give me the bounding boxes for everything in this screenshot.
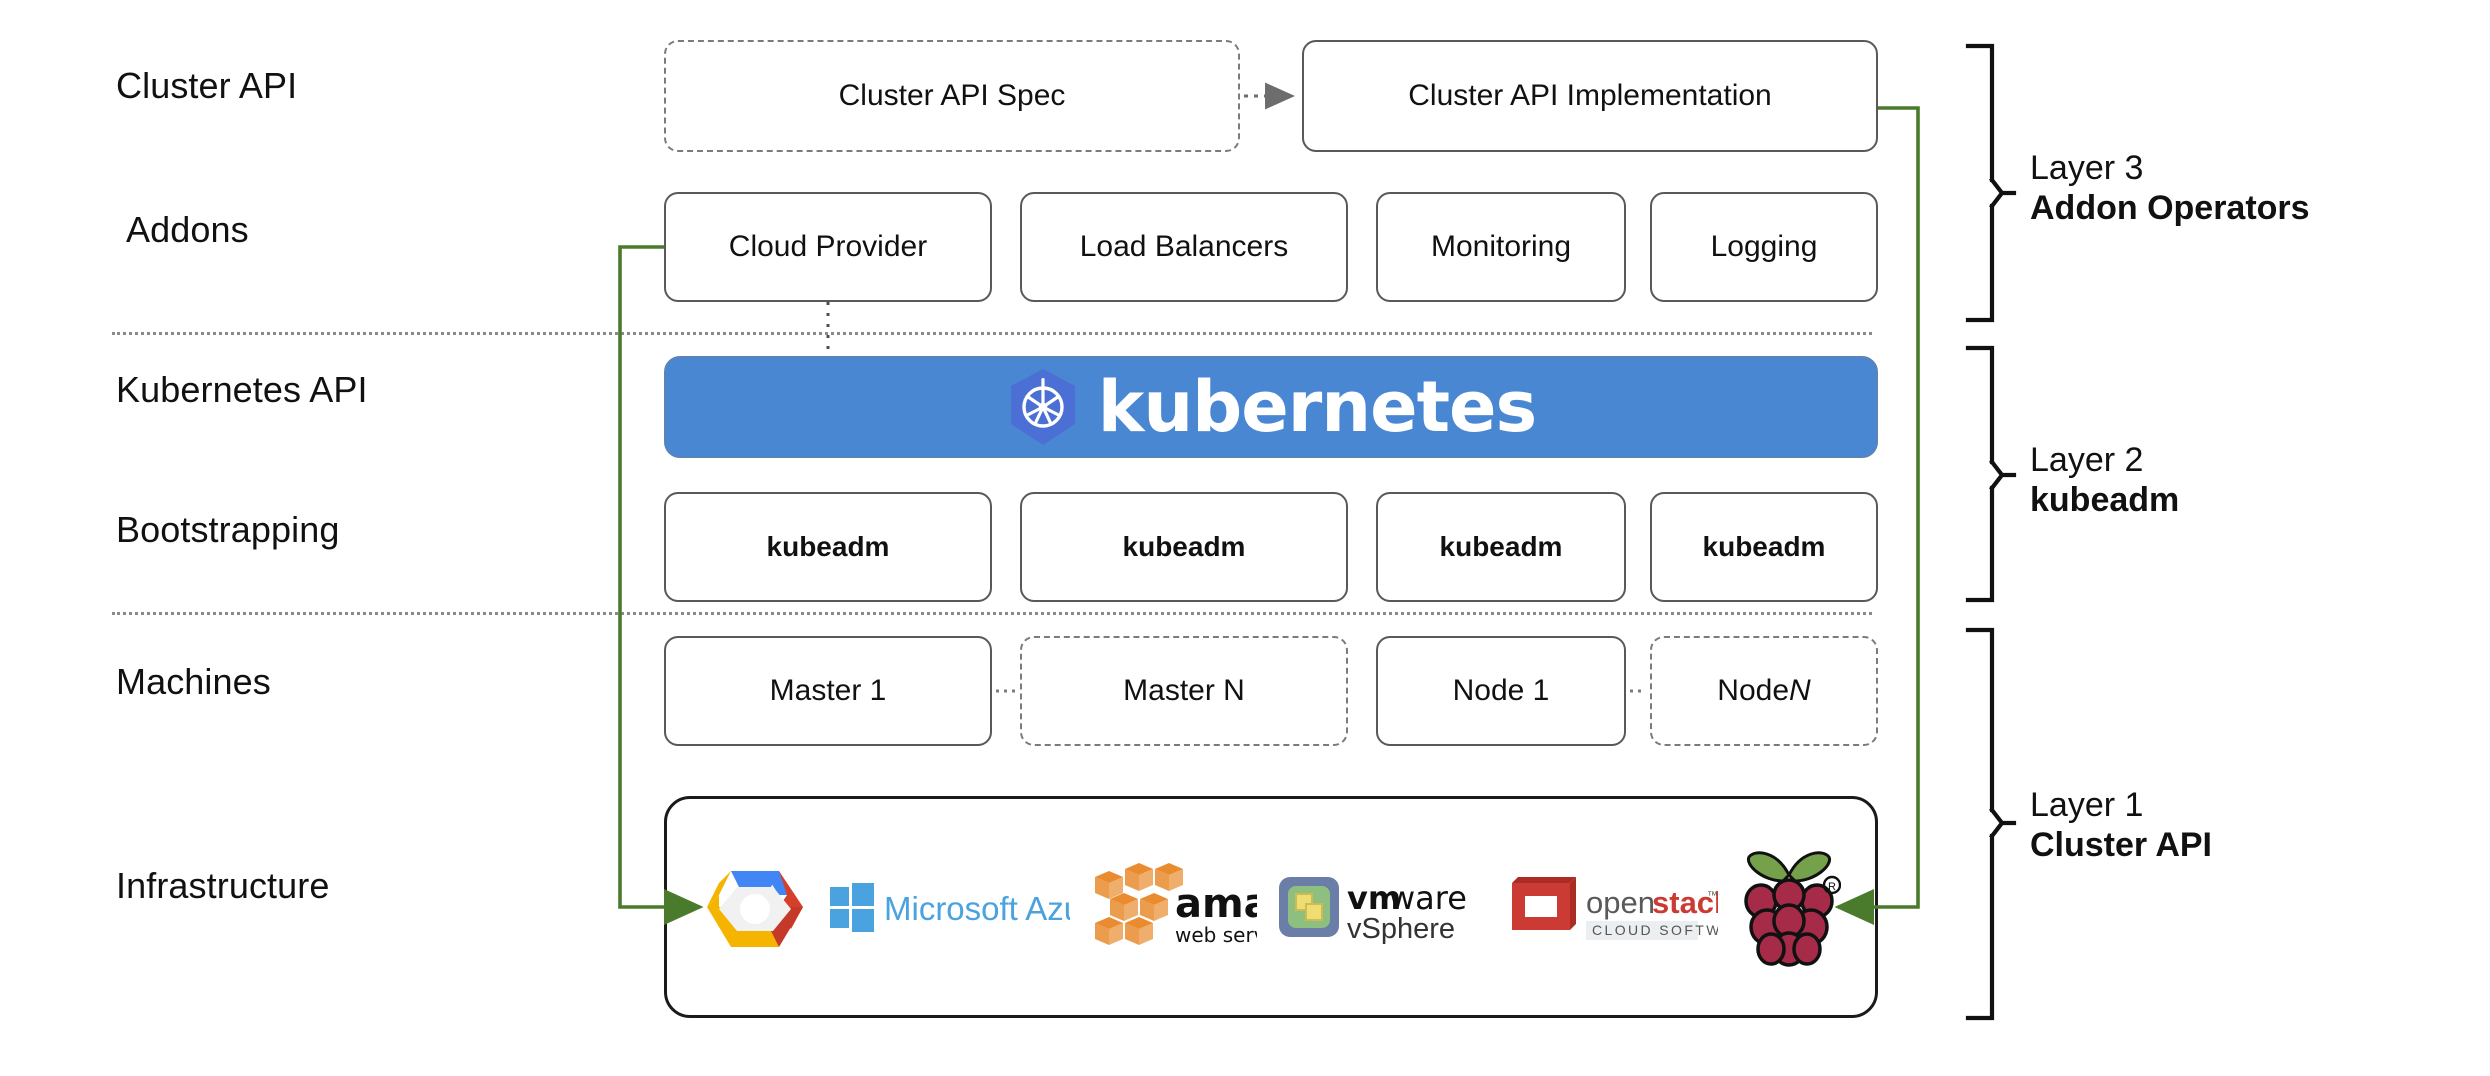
raspberry-pi-icon: R — [1737, 845, 1841, 969]
brace-layer-2 — [1965, 345, 2017, 603]
box-monitoring-label: Monitoring — [1430, 230, 1572, 263]
box-node-1-label: Node 1 — [1452, 674, 1550, 707]
layer-3-name: Addon Operators — [2030, 189, 2310, 228]
row-label-bootstrapping: Bootstrapping — [116, 509, 340, 550]
box-cloud-provider[interactable]: Cloud Provider — [664, 192, 992, 302]
svg-text:R: R — [1828, 881, 1836, 893]
row-label-kubernetes-api: Kubernetes API — [116, 369, 368, 410]
brace-layer-1 — [1965, 627, 2017, 1021]
svg-text:vm: vm — [1347, 879, 1401, 917]
box-kubeadm-2[interactable]: kubeadm — [1020, 492, 1348, 602]
kubernetes-helm-icon — [1006, 367, 1080, 447]
svg-text:open: open — [1586, 885, 1655, 920]
svg-text:vSphere: vSphere — [1347, 913, 1455, 945]
box-master-1[interactable]: Master 1 — [664, 636, 992, 746]
kubernetes-banner[interactable]: kubernetes — [664, 356, 1878, 458]
box-kubeadm-4-label: kubeadm — [1702, 531, 1826, 562]
layer-3-number: Layer 3 — [2030, 149, 2144, 187]
box-node-n-italic-suffix: N — [1789, 674, 1811, 707]
layer-2-label: Layer 2 kubeadm — [2030, 440, 2179, 520]
box-cluster-api-spec[interactable]: Cluster API Spec — [664, 40, 1240, 152]
box-kubeadm-2-label: kubeadm — [1122, 531, 1246, 562]
row-label-machines: Machines — [116, 661, 271, 702]
layer-2-number: Layer 2 — [2030, 441, 2144, 479]
svg-text:™: ™ — [1707, 890, 1718, 902]
box-logging[interactable]: Logging — [1650, 192, 1878, 302]
box-kubeadm-4[interactable]: kubeadm — [1650, 492, 1878, 602]
row-label-cluster-api: Cluster API — [116, 65, 298, 106]
box-node-n[interactable]: Node N — [1650, 636, 1878, 746]
svg-text:amazon: amazon — [1175, 881, 1257, 927]
box-kubeadm-3[interactable]: kubeadm — [1376, 492, 1626, 602]
box-master-n[interactable]: Master N — [1020, 636, 1348, 746]
box-load-balancers[interactable]: Load Balancers — [1020, 192, 1348, 302]
svg-text:stack: stack — [1652, 885, 1718, 920]
box-cluster-api-spec-label: Cluster API Spec — [838, 79, 1066, 112]
microsoft-azure-icon: Microsoft Azure — [828, 879, 1070, 935]
box-logging-label: Logging — [1710, 230, 1818, 263]
svg-text:CLOUD SOFTWARE: CLOUD SOFTWARE — [1592, 922, 1718, 938]
box-load-balancers-label: Load Balancers — [1079, 230, 1289, 263]
box-kubeadm-1[interactable]: kubeadm — [664, 492, 992, 602]
box-node-n-label: Node — [1717, 674, 1790, 707]
divider-addons-kubernetes — [112, 332, 1872, 335]
brace-layer-3 — [1965, 43, 2017, 323]
layer-1-number: Layer 1 — [2030, 786, 2144, 824]
amazon-web-services-icon: amazon web services — [1089, 861, 1257, 953]
box-cloud-provider-label: Cloud Provider — [728, 230, 928, 263]
openstack-icon: open stack ™ CLOUD SOFTWARE — [1506, 869, 1718, 945]
box-infrastructure[interactable]: Microsoft Azure — [664, 796, 1878, 1018]
layer-3-label: Layer 3 Addon Operators — [2030, 148, 2310, 228]
box-cluster-api-implementation[interactable]: Cluster API Implementation — [1302, 40, 1878, 152]
kubernetes-wordmark: kubernetes — [1097, 366, 1537, 448]
box-master-1-label: Master 1 — [769, 674, 887, 707]
box-monitoring[interactable]: Monitoring — [1376, 192, 1626, 302]
google-cloud-platform-icon — [701, 857, 809, 957]
divider-bootstrap-machines — [112, 612, 1872, 615]
box-node-1[interactable]: Node 1 — [1376, 636, 1626, 746]
layer-1-label: Layer 1 Cluster API — [2030, 785, 2212, 865]
vmware-vsphere-icon: vm ware vSphere — [1277, 867, 1487, 947]
row-label-infrastructure: Infrastructure — [116, 865, 330, 906]
layer-1-name: Cluster API — [2030, 826, 2213, 865]
box-kubeadm-3-label: kubeadm — [1439, 531, 1563, 562]
row-label-addons: Addons — [126, 209, 249, 250]
svg-text:Microsoft Azure: Microsoft Azure — [884, 890, 1070, 927]
layer-2-name: kubeadm — [2030, 481, 2180, 520]
svg-text:ware: ware — [1389, 879, 1467, 917]
svg-text:web services: web services — [1175, 923, 1257, 947]
box-master-n-label: Master N — [1123, 674, 1245, 707]
box-kubeadm-1-label: kubeadm — [766, 531, 890, 562]
box-cluster-api-implementation-label: Cluster API Implementation — [1408, 79, 1772, 112]
